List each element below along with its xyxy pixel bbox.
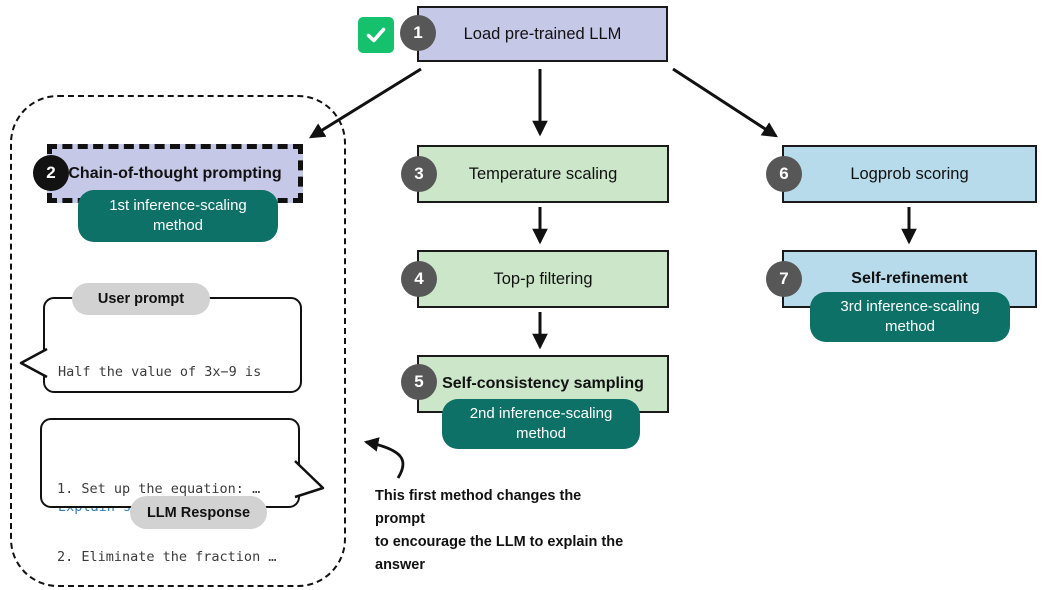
badge-third-method: 3rd inference-scaling method [810,292,1010,342]
step-number-7: 7 [766,261,802,297]
step-number-4: 4 [401,261,437,297]
checkmark-icon [366,27,386,43]
node-self-consistency-label: Self-consistency sampling [442,375,644,392]
node-load-llm-label: Load pre-trained LLM [463,24,622,43]
step-number-1: 1 [400,15,436,51]
node-top-p-filtering: Top-p filtering [417,250,669,308]
badge-second-method: 2nd inference-scaling method [442,399,640,449]
node-temperature-scaling: Temperature scaling [417,145,669,203]
node-chain-of-thought-label: Chain-of-thought prompting [68,164,282,182]
llm-response-text: 1. Set up the equation: … 2. Eliminate t… [57,481,277,565]
step-number-5: 5 [401,364,437,400]
arrow-load-to-logprob [672,67,778,138]
step-number-6: 6 [766,156,802,192]
node-logprob-scoring: Logprob scoring [782,145,1037,203]
annotation-curved-arrow [363,437,405,479]
node-self-refinement-label: Self-refinement [851,270,968,287]
step-number-3: 3 [401,156,437,192]
node-logprob-scoring-label: Logprob scoring [850,164,969,183]
llm-response-pill: LLM Response [130,496,267,529]
llm-response-bubble: 1. Set up the equation: … 2. Eliminate t… [40,418,300,565]
node-top-p-filtering-label: Top-p filtering [493,269,593,288]
node-load-llm: Load pre-trained LLM [417,6,668,62]
check-square [358,17,394,53]
step-number-2: 2 [33,155,69,191]
badge-first-method: 1st inference-scaling method [78,190,278,242]
node-temperature-scaling-label: Temperature scaling [468,164,618,183]
cot-group-outline [10,95,346,587]
user-prompt-pill: User prompt [72,283,210,315]
annotation-note: This first method changes the prompt to … [375,488,624,573]
